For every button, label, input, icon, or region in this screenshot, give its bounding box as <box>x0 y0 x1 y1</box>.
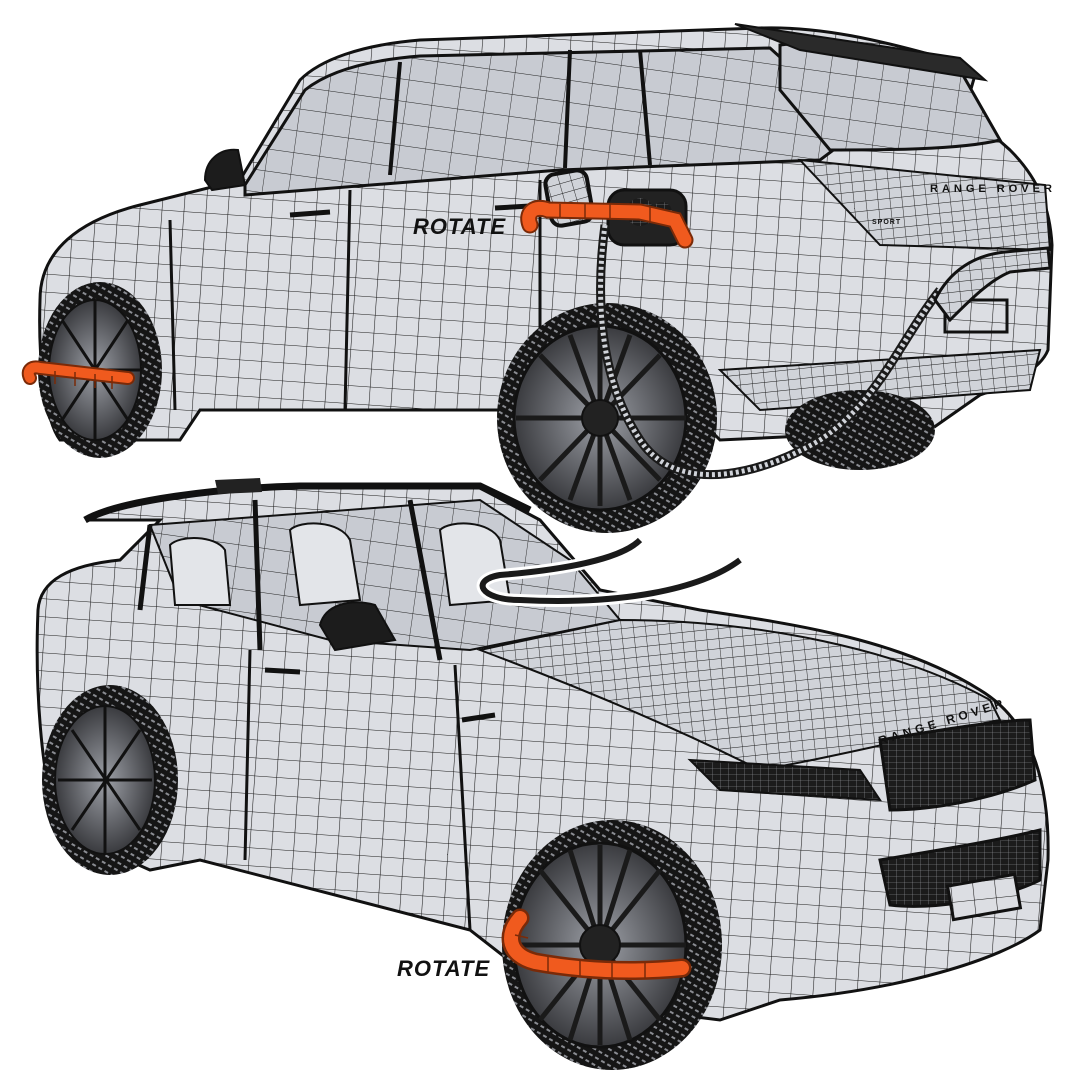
side-mirror <box>203 148 247 192</box>
rotate-handle-rear-wheel[interactable] <box>21 360 135 389</box>
rear-brand-badge: RANGE ROVER <box>930 183 1056 195</box>
headlight <box>687 758 882 802</box>
rotate-label-bottom[interactable]: ROTATE <box>397 956 491 981</box>
rotate-label-top[interactable]: ROTATE <box>413 214 507 239</box>
rotate-handle-front-wheel[interactable] <box>501 908 692 980</box>
front-license-plate <box>945 872 1023 922</box>
grille <box>878 718 1037 812</box>
rear-model-badge: SPORT <box>872 219 901 226</box>
roof-rails <box>83 482 532 524</box>
front-rear-wheel <box>42 685 178 875</box>
charge-connector <box>933 246 1052 323</box>
rear-far-wheel <box>785 390 935 470</box>
interior <box>148 498 622 652</box>
car-front-view[interactable]: RANGE ROVER <box>35 478 1050 1070</box>
seat-rear <box>168 537 232 606</box>
front-side-mirror <box>318 601 397 652</box>
car-rear-view[interactable]: RANGE ROVER SPORT <box>38 23 1056 533</box>
front-near-wheel <box>502 820 722 1070</box>
rear-right-wheel <box>497 303 717 533</box>
seat-front-left <box>288 522 362 607</box>
rotate-handle-charge-port[interactable] <box>520 199 694 249</box>
